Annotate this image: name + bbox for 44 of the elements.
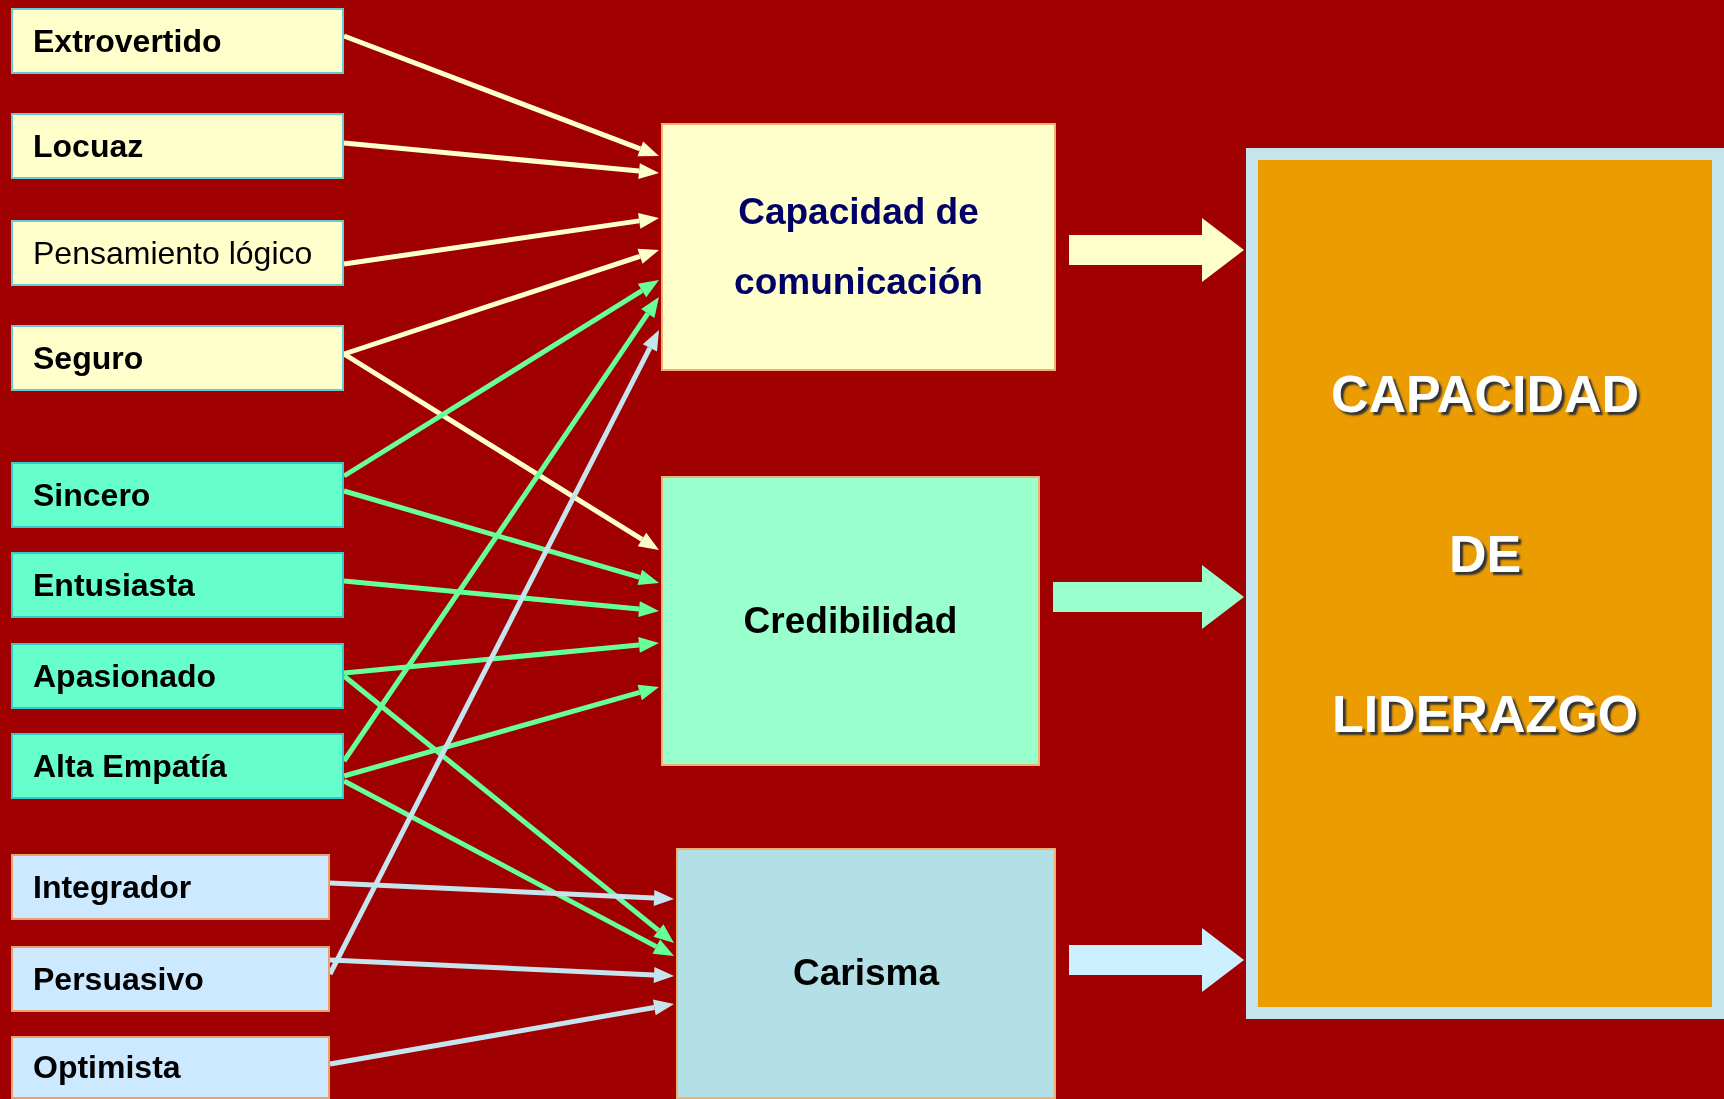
arrow — [343, 212, 659, 267]
arrow — [343, 684, 659, 779]
trait-box — [11, 946, 330, 1012]
trait-box — [11, 220, 344, 286]
arrow — [329, 880, 674, 907]
trait-label: Apasionado — [33, 657, 217, 695]
arrow — [343, 33, 659, 157]
quality-label: Carisma — [793, 951, 939, 996]
trait-box — [11, 1036, 330, 1099]
arrow — [343, 636, 659, 676]
arrow — [329, 999, 674, 1067]
trait-label: Alta Empatía — [33, 747, 227, 785]
trait-label: Integrador — [33, 868, 192, 906]
quality-box — [676, 848, 1056, 1099]
result-label: CAPACIDAD DE LIDERAZGO — [1330, 363, 1640, 745]
trait-label: Locuaz — [33, 127, 144, 165]
trait-label: Seguro — [33, 339, 144, 377]
block-arrow — [1069, 928, 1244, 992]
trait-box — [11, 462, 344, 528]
trait-label: Sincero — [33, 476, 151, 514]
trait-box — [11, 552, 344, 618]
arrow — [343, 488, 659, 586]
block-arrow — [1053, 565, 1244, 629]
arrow — [343, 248, 659, 357]
quality-box — [661, 123, 1056, 371]
trait-label: Pensamiento lógico — [33, 234, 313, 272]
result-box — [1246, 148, 1724, 1019]
arrow — [329, 957, 674, 984]
arrow — [343, 578, 659, 618]
trait-label: Extrovertido — [33, 22, 222, 60]
quality-label: Capacidad de comunicación — [733, 189, 984, 304]
quality-box — [661, 476, 1040, 766]
trait-box — [11, 8, 344, 74]
trait-box — [11, 733, 344, 799]
quality-label: Credibilidad — [743, 598, 958, 643]
trait-box — [11, 854, 330, 920]
trait-box — [11, 643, 344, 709]
block-arrow — [1069, 218, 1244, 282]
arrow — [343, 140, 659, 180]
trait-box — [11, 325, 344, 391]
trait-box — [11, 113, 344, 179]
trait-label: Entusiasta — [33, 566, 195, 604]
trait-label: Optimista — [33, 1049, 181, 1086]
trait-label: Persuasivo — [33, 960, 204, 998]
